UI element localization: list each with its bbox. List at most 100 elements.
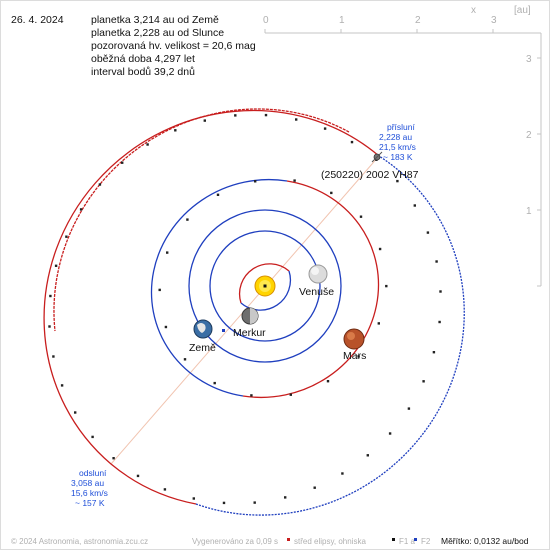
x-tick-label-3: 3 [491,15,497,26]
asteroid-orbit-point [91,435,94,439]
asteroid-orbit-point [136,474,140,478]
unit-label: [au] [514,5,531,16]
asteroid-orbit-point [407,407,411,410]
venus-disc [308,264,328,284]
mercury [241,307,259,325]
asteroid-orbit-point [48,325,51,328]
mars-orbit-point [158,288,161,292]
mars-orbit-point [186,218,189,221]
orbits [43,108,465,516]
mercury-orbit-red [238,263,290,304]
aphelion-distance: 3,058 au [71,478,104,488]
mars-orbit-point [326,380,330,383]
info-line-2: planetka 2,228 au od Slunce [91,27,224,39]
perihelion-title: přísluní [387,122,416,132]
perihelion-speed: 21,5 km/s [379,142,416,152]
asteroid-orbit-point [163,488,167,491]
venus [308,264,328,284]
asteroid-orbit-point [222,501,226,505]
date-label: 26. 4. 2024 [11,14,64,26]
mars-orbit-point [385,284,388,288]
asteroid-orbit-point [432,351,436,354]
mars-orbit-point [183,358,187,361]
info-line-5: interval bodů 39,2 dnů [91,66,195,78]
mars-orbit-point [293,179,296,182]
y-tick-label-1: 1 [526,206,532,217]
asteroid-orbit-blue [195,155,465,516]
mercury-label: Merkur [233,327,266,339]
asteroid-orbit-point [413,204,416,207]
info-line-3: pozorovaná hv. velikost = 20,6 mag [91,40,256,52]
y-tick-label-2: 2 [526,130,532,141]
asteroid-orbit-point [98,183,102,186]
mercury-marker [222,329,225,332]
aphelion-temp: ~ 157 K [75,498,105,508]
asteroid-orbit-point [435,260,438,263]
asteroid-orbit-point [366,454,369,457]
venus-orbit [209,230,321,342]
asteroid-orbit-point [439,290,442,293]
asteroid-orbit-point [422,380,425,383]
scale-label: Měřítko: 0,0132 au/bod [441,536,529,546]
mars-orbit-point [359,215,363,218]
asteroid-orbit-red [43,109,380,505]
asteroid-orbit-point [396,179,399,183]
asteroid-orbit-point [295,118,298,121]
f1-legend-text: F1 a [399,537,416,546]
perihelion-distance: 2,228 au [379,132,412,142]
mars-orbit-point [289,393,292,396]
mars-orbit-point [213,381,216,385]
earth-orbit [188,209,342,363]
mars-orbit-point [357,355,360,358]
asteroid-orbit-point [341,472,344,475]
center-legend-marker [287,538,290,541]
venus-label: Venuše [299,286,334,298]
x-tick-label-1: 1 [339,15,345,26]
asteroid-orbit-point [284,496,287,499]
mars-orbit-point [378,247,382,251]
asteroid-orbit-point [350,140,354,144]
mars-orbit-point [250,394,253,397]
info-line-4: oběžná doba 4,297 let [91,53,195,65]
asteroid-orbit-point [146,143,149,146]
info-line-1: planetka 3,214 au od Země [91,14,219,26]
earth [193,319,213,339]
mars-orbit-point [330,191,333,195]
asteroid-orbit-point [54,264,58,267]
asteroid-orbit-point [60,384,64,387]
axes: 0 1 2 3 x [au] 3 2 1 [263,5,542,287]
sun [254,275,276,297]
mars-highlight [347,332,355,340]
orbit-point-markers [48,113,442,505]
asteroid-orbit-point [74,411,77,414]
asteroid-orbit-point [438,320,441,324]
sun-focus-marker [263,284,267,288]
perihelion-temp: ~ 183 K [383,152,413,162]
generated-time: Vygenerováno za 0,09 s [192,537,278,546]
asteroid-orbit-point [79,208,83,211]
asteroid-orbit-point [121,161,124,164]
asteroid-orbit-point [253,501,256,504]
asteroid-orbit-point [234,114,237,117]
asteroid-orbit-point [174,129,177,132]
asteroid-orbit-point [323,127,327,130]
f2-legend-marker [414,538,417,541]
asteroid-arrow [371,151,383,163]
copyright-link[interactable]: © 2024 Astronomia, astronomia.zcu.cz [11,537,148,546]
asteroid-orbit-point [112,457,115,460]
footer: © 2024 Astronomia, astronomia.zcu.cz Vyg… [11,536,529,546]
mars-orbit-point [377,322,380,325]
asteroid-orbit-point [264,113,268,117]
asteroid-name: (250220) 2002 VH87 [321,169,419,181]
mars-orbit-point [254,180,257,183]
asteroid [371,151,383,163]
asteroid-orbit-red-top [53,108,350,332]
asteroid-orbit-point [192,497,195,500]
mercury-shade [250,308,258,324]
mars-label: Mars [343,350,366,362]
x-axis-label: x [471,5,476,16]
asteroid-orbit-point [49,294,52,298]
asteroid-orbit-point [313,486,316,489]
mars-orbit-point [216,193,220,196]
